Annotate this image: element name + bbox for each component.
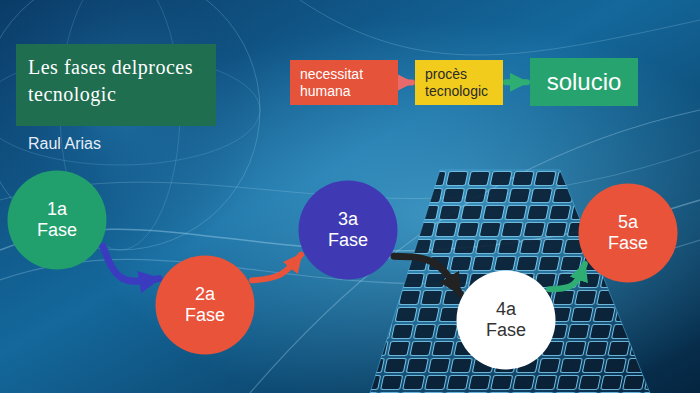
circle-fill [156, 256, 255, 355]
flow-arrow [394, 256, 460, 294]
phase-circle: 3a Fase [298, 180, 398, 280]
phase-circle: 1a Fase [7, 170, 107, 270]
title-panel: Les fases delproces tecnologic [16, 44, 216, 126]
circle-fill [579, 184, 678, 283]
circle-fill [299, 181, 398, 280]
flow-arrow [103, 246, 159, 281]
process-box: procès tecnologic [415, 60, 503, 105]
flow-arrow [506, 79, 527, 85]
node-text: solucio [547, 68, 622, 96]
author-label: Raul Arias [28, 135, 101, 153]
flow-arrow [549, 264, 585, 289]
phase-circle: 4a Fase [456, 270, 556, 370]
node-text: 5a Fase [608, 212, 648, 253]
circle-fill [457, 271, 556, 370]
node-text: necessitat humana [300, 66, 363, 98]
node-text: 1a Fase [37, 199, 77, 240]
title-text: Les fases delproces tecnologic [28, 54, 204, 108]
node-text: 2a Fase [185, 284, 225, 325]
solution-box: solucio [530, 58, 638, 106]
flow-arrow [401, 80, 412, 86]
node-text: 4a Fase [486, 299, 526, 340]
circle-fill [8, 171, 107, 270]
node-text: 3a Fase [328, 209, 368, 250]
phase-circle: 5a Fase [578, 183, 678, 283]
need-box: necessitat humana [290, 60, 398, 105]
phase-circle: 2a Fase [155, 255, 255, 355]
flow-arrow [252, 255, 301, 281]
node-text: procès tecnologic [425, 66, 488, 98]
